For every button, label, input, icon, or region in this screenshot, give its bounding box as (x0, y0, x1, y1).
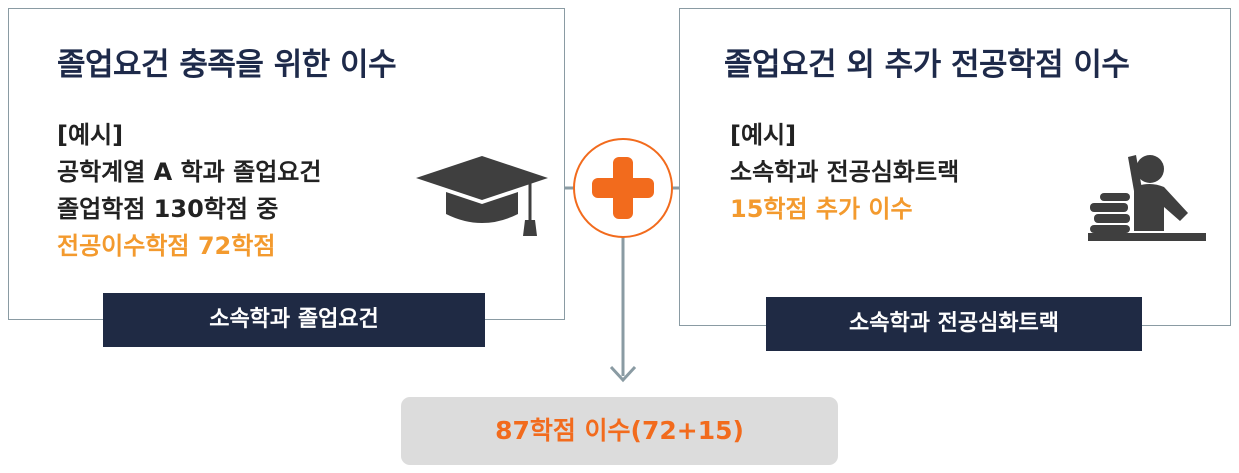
right-example-label: [예시] (730, 121, 797, 149)
left-line-2: 졸업학점 130학점 중 (57, 195, 279, 223)
right-panel-tag: 소속학과 전공심화트랙 (766, 297, 1142, 351)
left-panel-tag: 소속학과 졸업요건 (103, 293, 485, 347)
graduation-cap-icon (416, 156, 548, 236)
student-with-books-icon (1088, 155, 1206, 241)
plus-icon (573, 138, 673, 238)
right-line-1: 소속학과 전공심화트랙 (730, 158, 960, 186)
left-highlight: 전공이수학점 72학점 (57, 232, 276, 260)
left-example-label: [예시] (57, 121, 124, 149)
right-panel-body: [예시] 소속학과 전공심화트랙 15학점 추가 이수 (730, 117, 959, 228)
left-panel-title: 졸업요건 충족을 위한 이수 (57, 47, 397, 83)
result-box: 87학점 이수(72+15) (401, 397, 838, 465)
right-panel-title: 졸업요건 외 추가 전공학점 이수 (724, 47, 1130, 83)
left-panel-body: [예시] 공학계열 A 학과 졸업요건 졸업학점 130학점 중 전공이수학점 … (57, 117, 321, 265)
right-highlight: 15학점 추가 이수 (730, 195, 913, 223)
arrow-down-icon (609, 365, 637, 383)
left-line-1: 공학계열 A 학과 졸업요건 (57, 158, 322, 186)
